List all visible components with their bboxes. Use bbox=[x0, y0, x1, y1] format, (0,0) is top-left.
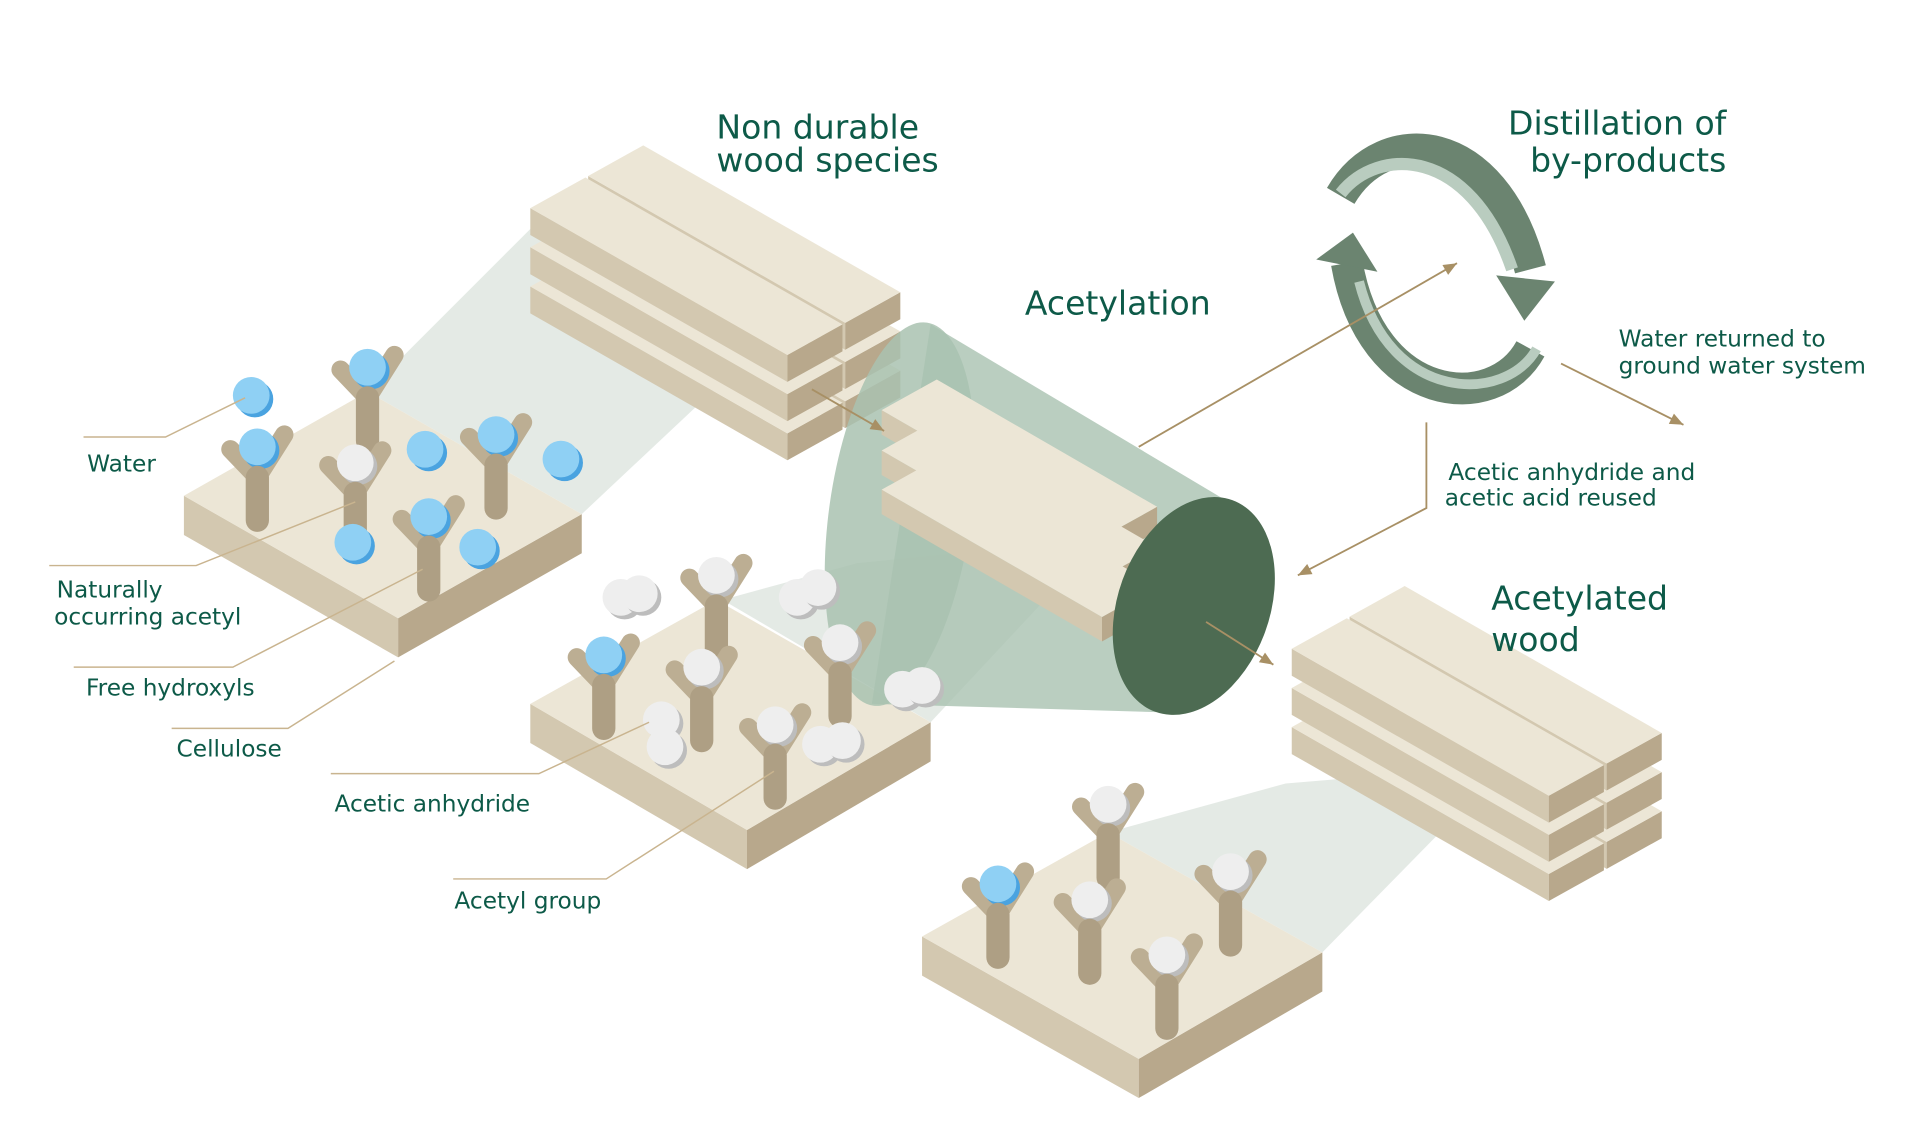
slab-right-face bbox=[747, 722, 931, 870]
acetic-anhydride-ball bbox=[646, 728, 684, 766]
plank-side bbox=[1291, 727, 1549, 901]
plank-end bbox=[787, 402, 843, 461]
plank-end bbox=[1606, 772, 1662, 830]
cylinder-front-face bbox=[1112, 496, 1275, 715]
plank-end bbox=[845, 292, 901, 350]
arrowhead bbox=[1297, 563, 1313, 576]
label-reused-line1: Acetic anhydride and bbox=[1448, 459, 1695, 486]
plank-top bbox=[881, 379, 1158, 538]
plank-top bbox=[881, 419, 1158, 578]
cycle-arrowhead-top bbox=[1496, 275, 1555, 321]
label-water: Water bbox=[87, 450, 156, 477]
acetyl-ball bbox=[1089, 785, 1127, 823]
process-arrow bbox=[1560, 362, 1684, 426]
water-ball bbox=[585, 636, 623, 674]
acetic-anhydride-ball bbox=[620, 575, 658, 613]
arrowhead bbox=[869, 419, 885, 431]
acetyl-ball bbox=[698, 556, 735, 594]
water-ball bbox=[238, 428, 276, 466]
plank-end bbox=[787, 324, 843, 382]
acetyl-ball bbox=[1148, 936, 1186, 974]
title-acetylated-line1: Acetylated bbox=[1491, 579, 1668, 618]
label-naturally-line2: occurring acetyl bbox=[54, 603, 241, 630]
plank-top bbox=[881, 459, 1158, 617]
plank-side bbox=[1291, 687, 1549, 862]
acetyl-ball bbox=[756, 706, 794, 744]
water-ball bbox=[334, 523, 372, 561]
title-acetylated-line2: wood bbox=[1491, 620, 1579, 659]
leader-line bbox=[73, 568, 423, 668]
water-ball bbox=[979, 865, 1017, 903]
plank-side bbox=[530, 208, 788, 382]
leader-line bbox=[330, 721, 650, 775]
label-cellulose: Cellulose bbox=[177, 736, 282, 763]
plank-end bbox=[1548, 765, 1604, 823]
title-acetylation: Acetylation bbox=[1025, 284, 1211, 323]
acetic-anhydride-ball bbox=[824, 722, 861, 759]
plank-side bbox=[530, 247, 788, 422]
arrowhead bbox=[1442, 263, 1457, 275]
water-ball bbox=[406, 430, 444, 468]
cycle-arrowhead-bottom bbox=[1316, 232, 1378, 272]
plank-end bbox=[1548, 804, 1604, 862]
plank-end bbox=[787, 363, 843, 422]
cycle-arc-bottom-highlight bbox=[1354, 280, 1541, 390]
leader-line bbox=[83, 397, 246, 438]
plank-end bbox=[1606, 811, 1662, 869]
plank-top bbox=[588, 145, 901, 323]
slab-left-face bbox=[922, 936, 1139, 1099]
water-ball bbox=[477, 416, 515, 453]
leader-line bbox=[171, 660, 395, 730]
leader-line bbox=[453, 770, 775, 880]
cycle-arc-top-highlight bbox=[1335, 158, 1518, 272]
label-reused-line2: acetic acid reused bbox=[1445, 485, 1657, 512]
water-ball bbox=[349, 348, 386, 386]
process-arrow bbox=[811, 388, 885, 432]
arrowhead bbox=[1258, 652, 1274, 665]
plank-top bbox=[530, 177, 843, 355]
title-distillation-line1: Distillation of bbox=[1508, 104, 1728, 143]
slab-right-face bbox=[398, 514, 582, 658]
title-distillation-line2: by-products bbox=[1530, 140, 1726, 179]
label-acetic-anhydride: Acetic anhydride bbox=[334, 791, 530, 818]
distillation-cycle-icon bbox=[1316, 133, 1555, 405]
water-ball bbox=[459, 528, 497, 566]
leader-line bbox=[49, 501, 356, 567]
slab-right-face bbox=[1138, 952, 1323, 1099]
acetic-anhydride-ball bbox=[799, 569, 837, 606]
water-ball bbox=[232, 377, 270, 414]
plank-end bbox=[1548, 843, 1604, 901]
slab-left-face bbox=[183, 495, 399, 658]
label-water-returned-line1: Water returned to bbox=[1619, 325, 1826, 352]
label-water-returned-line2: ground water system bbox=[1619, 352, 1866, 379]
plank-top bbox=[1349, 586, 1662, 764]
label-naturally-line1: Naturally bbox=[57, 576, 163, 603]
acetyl-ball bbox=[1212, 853, 1249, 890]
acetic-anhydride-ball bbox=[903, 667, 941, 704]
plank-side bbox=[881, 489, 1102, 642]
label-free-hydroxyls: Free hydroxyls bbox=[86, 674, 255, 701]
plank-end bbox=[1606, 732, 1662, 791]
acetyl-ball bbox=[336, 444, 374, 482]
process-arrow bbox=[1297, 422, 1428, 577]
slab-left-face bbox=[530, 703, 747, 870]
plank-side bbox=[1291, 648, 1549, 823]
plank-top bbox=[1291, 618, 1604, 796]
wood-plank-stacks bbox=[530, 145, 1662, 901]
label-acetyl-group: Acetyl group bbox=[454, 887, 601, 914]
acetyl-ball bbox=[821, 624, 859, 662]
process-arrow bbox=[1138, 262, 1458, 448]
leader-lines bbox=[49, 262, 1684, 880]
arrowhead bbox=[1668, 413, 1684, 425]
molecules bbox=[221, 345, 1267, 1040]
title-non-durable-line2: wood species bbox=[716, 140, 938, 179]
water-ball bbox=[410, 498, 448, 535]
acetylation-reactor bbox=[824, 322, 1275, 715]
acetic-anhydride-ball bbox=[642, 701, 680, 739]
acetyl-ball bbox=[1071, 881, 1109, 919]
water-ball bbox=[542, 440, 580, 478]
plank-side bbox=[530, 286, 788, 461]
acetyl-ball bbox=[683, 648, 721, 686]
title-non-durable-line1: Non durable bbox=[716, 107, 919, 146]
